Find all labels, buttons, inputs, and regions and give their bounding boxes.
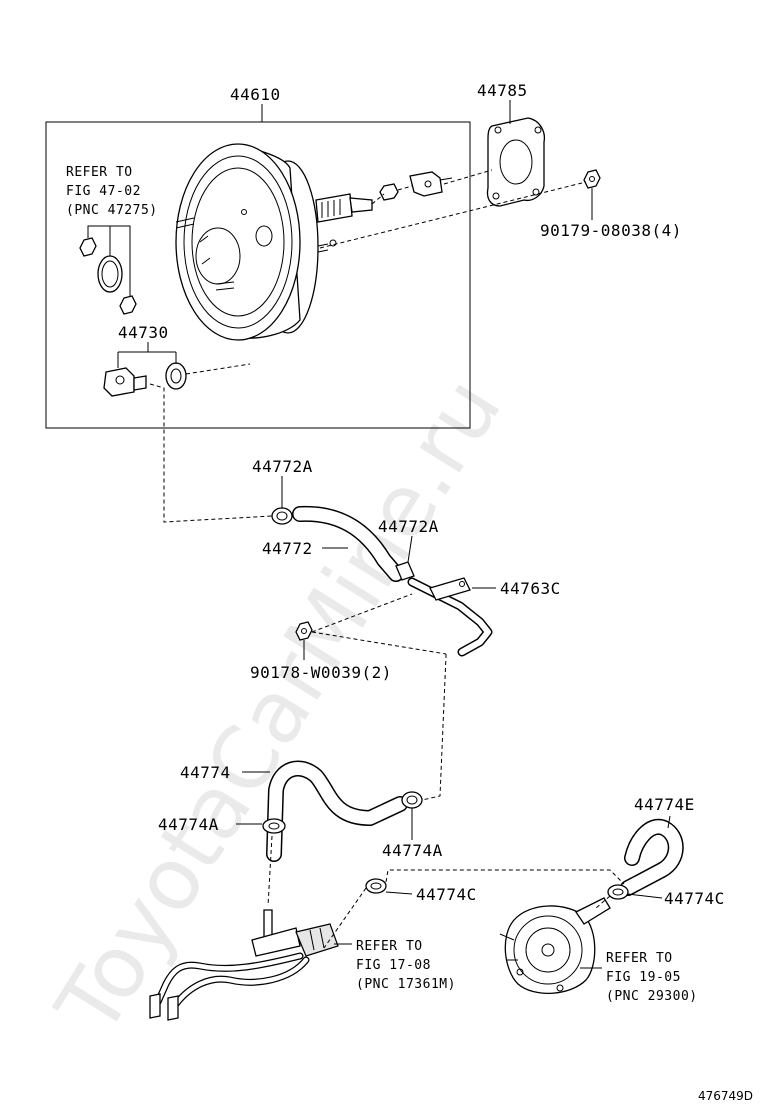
- clip-44774A-left: [262, 818, 286, 834]
- reference-fig-17-08: REFER TO FIG 17-08 (PNC 17361M): [356, 939, 456, 992]
- ref2-line3: (PNC 17361M): [356, 977, 456, 992]
- hose-44774: [266, 760, 408, 862]
- label-44774C-right: 44774C: [664, 889, 725, 908]
- ref1-line2: FIG 47-02: [66, 184, 141, 199]
- label-90178-W0039: 90178-W0039(2): [250, 663, 392, 682]
- label-44774A-left: 44774A: [158, 815, 219, 834]
- nut-90179: [583, 169, 601, 189]
- clip-44772A-mid: [395, 561, 415, 581]
- pipe-44763C: [407, 577, 493, 657]
- reference-fig-19-05: REFER TO FIG 19-05 (PNC 29300): [606, 951, 698, 1004]
- clip-44774C-mid: [365, 878, 387, 894]
- label-44774: 44774: [180, 763, 231, 782]
- rod-nut: [379, 183, 399, 201]
- ref2-line2: FIG 17-08: [356, 958, 431, 973]
- vacuum-pump: [499, 897, 611, 995]
- label-44772: 44772: [262, 539, 313, 558]
- brake-booster: [175, 143, 373, 341]
- harness-assembly: [149, 909, 339, 1021]
- ref3-line3: (PNC 29300): [606, 989, 698, 1004]
- ref3-line2: FIG 19-05: [606, 970, 681, 985]
- ref2-line1: REFER TO: [356, 939, 423, 954]
- label-44774C-mid: 44774C: [416, 885, 477, 904]
- assembly-frame: [45, 121, 471, 429]
- ref1-line3: (PNC 47275): [66, 203, 158, 218]
- label-44774E: 44774E: [634, 795, 695, 814]
- label-90179-08038: 90179-08038(4): [540, 221, 682, 240]
- label-44785: 44785: [477, 81, 528, 100]
- connection-lines: [149, 169, 625, 949]
- ref1-line1: REFER TO: [66, 165, 133, 180]
- ref3-line1: REFER TO: [606, 951, 673, 966]
- clip-44774A-right: [401, 791, 423, 809]
- reference-fig-47-02: REFER TO FIG 47-02 (PNC 47275): [66, 165, 158, 218]
- clevis: [409, 171, 453, 197]
- gasket-44785: [486, 117, 546, 207]
- label-44774A-right: 44774A: [382, 841, 443, 860]
- label-44730: 44730: [118, 323, 169, 342]
- label-44763C: 44763C: [500, 579, 561, 598]
- label-44772A-top: 44772A: [252, 457, 313, 476]
- hose-44774E: [620, 818, 684, 896]
- ref1-parts: [79, 237, 137, 315]
- nut-90178: [295, 621, 313, 641]
- label-44610: 44610: [230, 85, 281, 104]
- hose-44772: [292, 505, 404, 582]
- figure-id: 476749D: [698, 1089, 753, 1103]
- label-44772A-mid: 44772A: [378, 517, 439, 536]
- clip-44772A-top: [271, 507, 293, 525]
- check-valve-44730: [103, 362, 187, 397]
- clip-44774C-right: [607, 884, 629, 900]
- leader-lines: [87, 100, 671, 969]
